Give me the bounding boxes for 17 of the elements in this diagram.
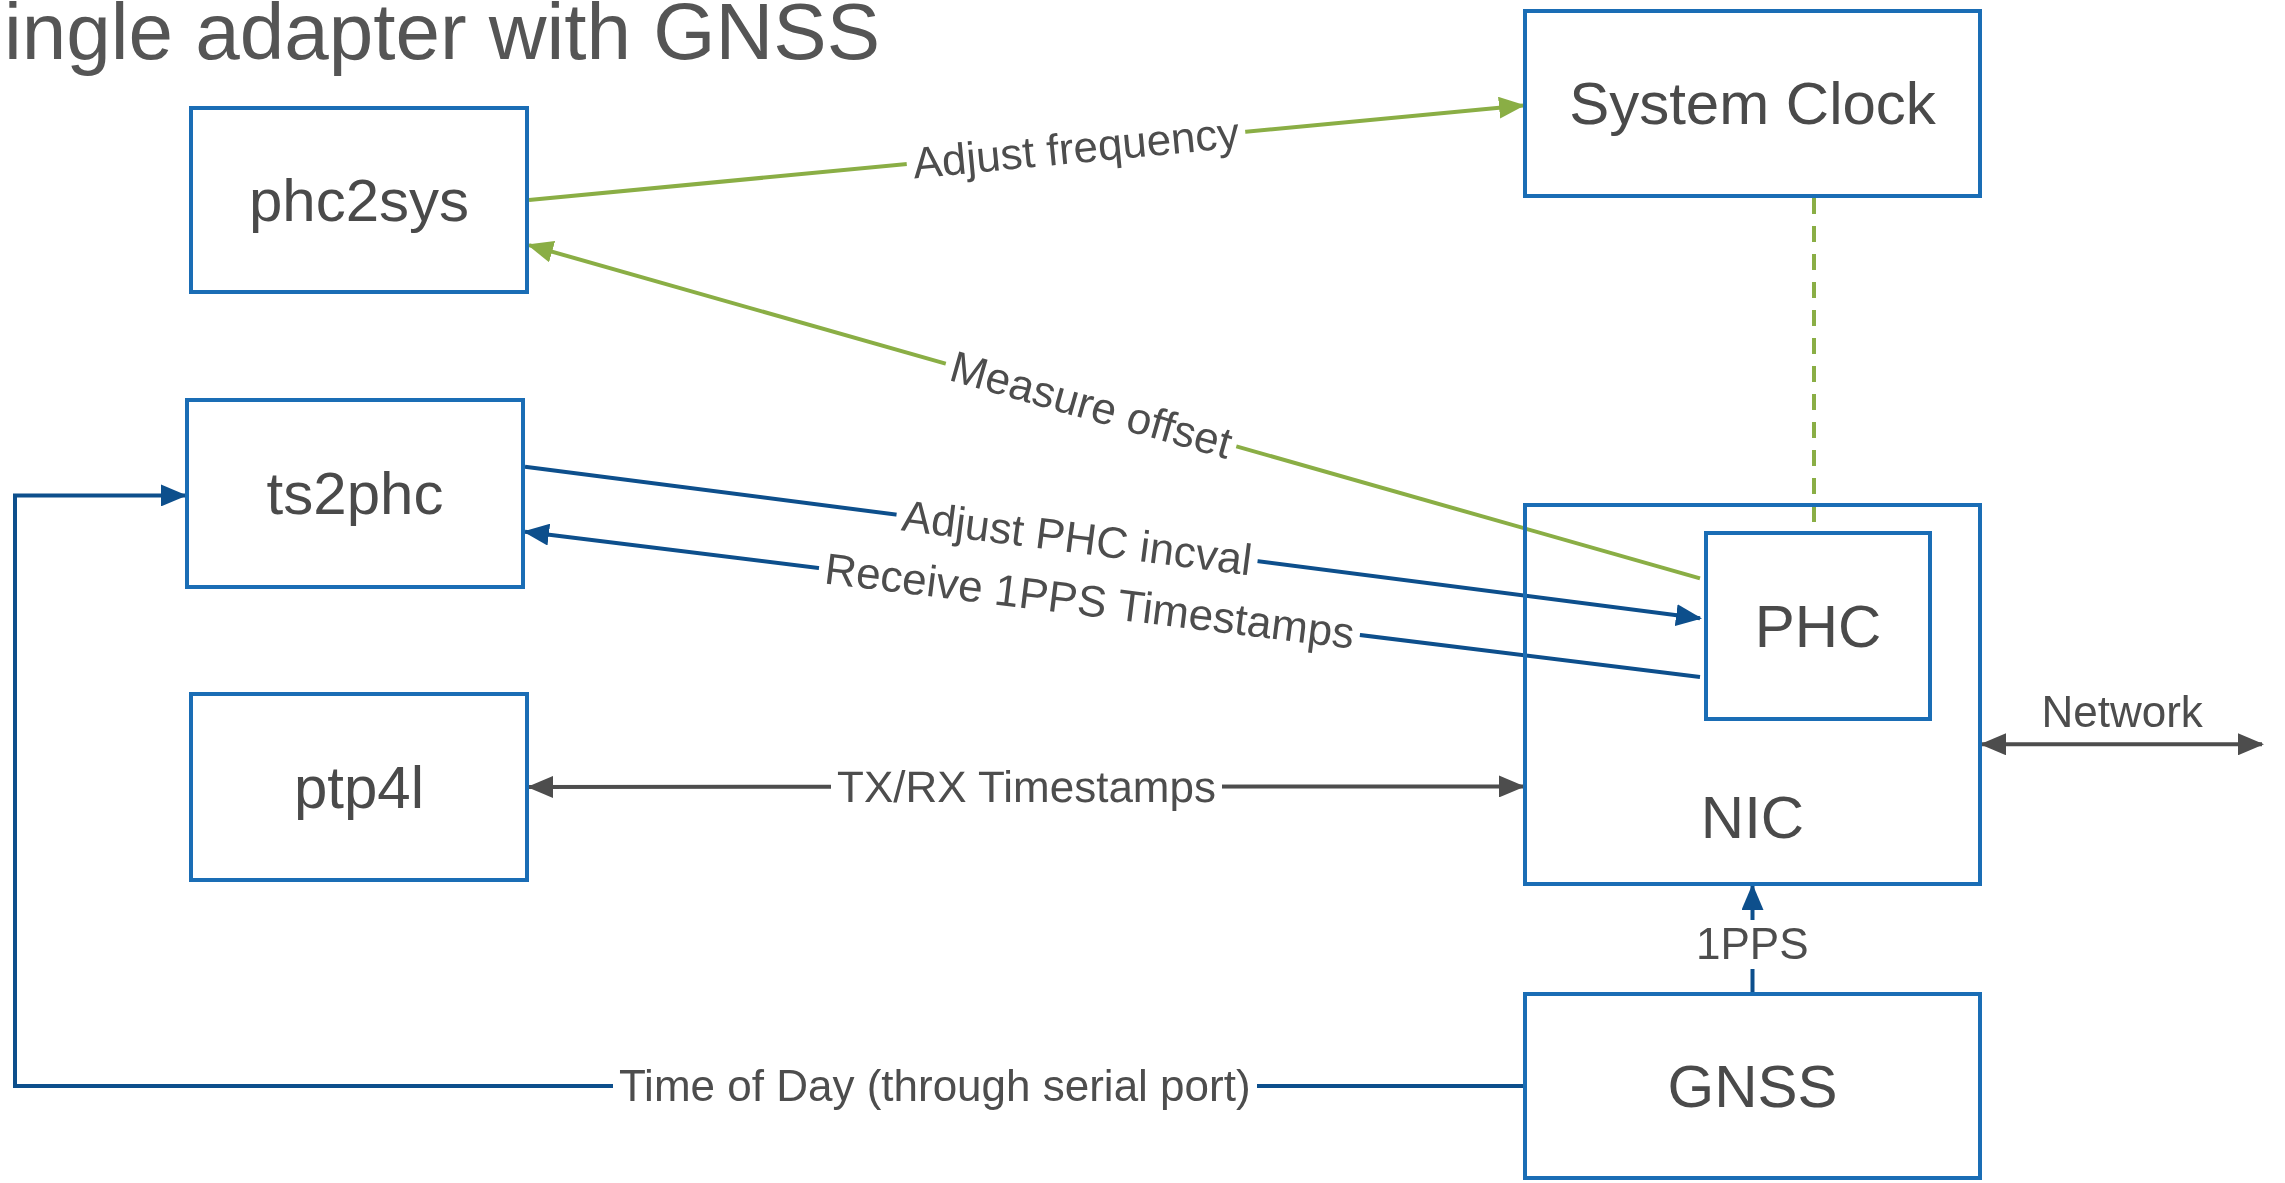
connector-arrow <box>1980 733 2264 756</box>
box-label: GNSS <box>1667 1051 1838 1121</box>
process-box <box>185 398 525 589</box>
process-box <box>1523 992 1982 1180</box>
box-label: ts2phc <box>266 459 444 528</box>
process-box <box>189 106 529 294</box>
title: ingle adapter with GNSS <box>4 0 880 76</box>
edge-label: Network <box>2040 688 2204 737</box>
box-label: PHC <box>1754 591 1882 661</box>
box-label: ptp4l <box>293 752 425 822</box>
process-box <box>1523 9 1982 198</box>
box-label: System Clock <box>1569 69 1936 138</box>
box-label: NIC <box>1700 783 1805 852</box>
process-box <box>1704 531 1932 721</box>
process-box <box>1523 503 1982 886</box>
box-label: phc2sys <box>248 165 470 235</box>
process-box <box>189 692 529 882</box>
